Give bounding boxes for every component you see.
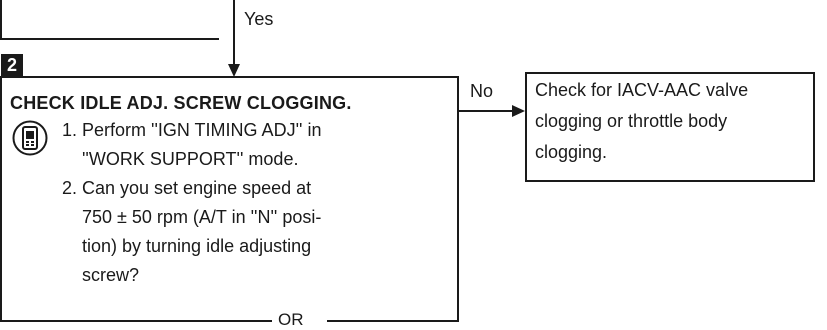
step-box-bottom-border-right (327, 320, 459, 322)
previous-box-left-border (0, 0, 2, 40)
item-text-line: ''WORK SUPPORT'' mode. (82, 149, 299, 169)
result-text-line: clogging. (535, 142, 608, 162)
step-box-top-border (0, 76, 459, 78)
item-text-line: Can you set engine speed at (82, 178, 312, 198)
no-connector-line (459, 110, 513, 112)
result-text-line: clogging or throttle body (535, 111, 728, 131)
previous-box-bottom-border (0, 38, 219, 40)
item-text-line: tion) by turning idle adjusting (82, 236, 312, 256)
yes-connector-line (233, 0, 235, 66)
item-text-line: 750 ± 50 rpm (A/T in ''N'' posi- (82, 207, 322, 227)
item-text-line: screw? (82, 265, 140, 285)
yes-label: Yes (244, 9, 274, 29)
consult-tool-icon (12, 120, 48, 156)
step-title: CHECK IDLE ADJ. SCREW CLOGGING. (10, 93, 352, 113)
no-label: No (470, 81, 494, 101)
step-box-right-border (457, 76, 459, 322)
item-number: 1. (62, 120, 78, 140)
item-text-line: Perform ''IGN TIMING ADJ'' in (82, 120, 322, 140)
step-box-left-border (0, 76, 2, 322)
step-box-bottom-border-left (0, 320, 272, 322)
right-arrow-icon (512, 105, 525, 117)
item-number: 2. (62, 178, 78, 198)
down-arrow-icon (228, 64, 240, 77)
step-number-badge: 2 (1, 54, 23, 76)
result-text-line: Check for IACV-AAC valve (535, 80, 749, 100)
result-box (525, 72, 815, 182)
or-label: OR (278, 310, 304, 329)
